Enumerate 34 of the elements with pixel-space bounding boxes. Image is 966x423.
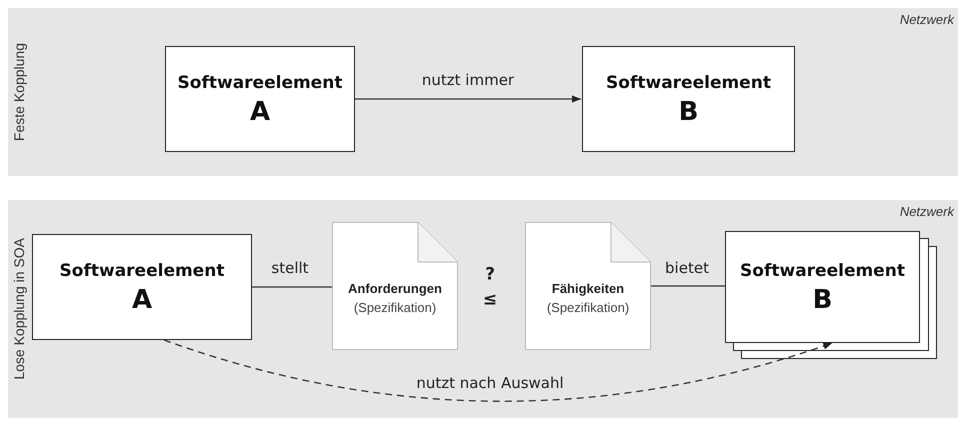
question-mark: ? <box>485 263 495 286</box>
section-band <box>8 200 958 418</box>
component-name: Softwareelement <box>606 72 771 96</box>
component-name: Softwareelement <box>60 260 224 284</box>
document-subtitle: (Spezifikation) <box>546 299 630 317</box>
component-letter: B <box>812 284 832 315</box>
edge-label: bietet <box>664 258 710 279</box>
section-title: Feste Kopplung <box>10 42 28 142</box>
connector-line <box>651 285 725 287</box>
network-label: Netzwerk <box>900 11 954 29</box>
edge-label: nutzt immer <box>420 70 516 91</box>
document-title: Anforderungen <box>348 280 442 298</box>
component-box <box>582 46 795 152</box>
network-label: Netzwerk <box>900 203 954 221</box>
document-title: Fähigkeiten <box>552 280 624 298</box>
component-letter: B <box>678 96 698 127</box>
comparison-sign: ≤ <box>482 288 498 312</box>
component-name: Softwareelement <box>740 260 905 284</box>
component-box <box>165 46 355 152</box>
section-title: Lose Kopplung in SOA <box>10 238 28 380</box>
arrow <box>164 339 832 402</box>
document-shape <box>332 222 458 350</box>
section-band <box>8 8 958 176</box>
connector-line <box>252 286 332 288</box>
component-letter: A <box>132 284 152 315</box>
component-name: Softwareelement <box>178 72 342 96</box>
component-box <box>32 234 252 340</box>
edge-label: stellt <box>270 258 310 279</box>
edge-label: nutzt nach Auswahl <box>415 372 565 394</box>
stacked-component-box <box>725 231 937 359</box>
arrow <box>355 95 581 103</box>
component-letter: A <box>250 96 270 127</box>
document-subtitle: (Spezifikation) <box>354 299 436 317</box>
document-shape <box>525 222 651 350</box>
